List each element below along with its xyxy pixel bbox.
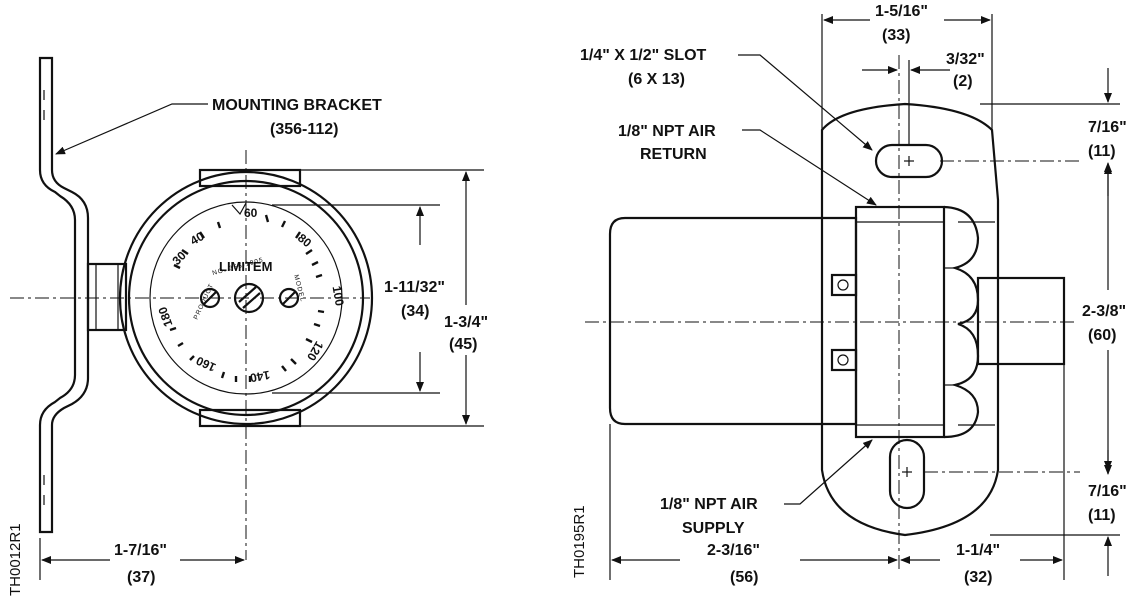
dim-right-mid-mm: (60) <box>1088 327 1116 344</box>
dial-brand: LIMITEM <box>219 259 272 274</box>
mounting-bracket <box>38 56 90 534</box>
dim-outer-mm: (45) <box>449 336 477 353</box>
dim-right-top-inches: 7/16" <box>1088 119 1127 136</box>
supply-label-1: 1/8" NPT AIR <box>660 496 758 513</box>
sensor-body <box>608 216 858 426</box>
dim-right-bot-inches: 7/16" <box>1088 483 1127 500</box>
dim-outer-inches: 1-3/4" <box>444 314 488 331</box>
bottom-slot <box>888 438 926 510</box>
supply-label-2: SUPPLY <box>682 520 745 537</box>
dim-bottom-inches: 1-7/16" <box>114 542 167 559</box>
fitting-top <box>830 273 858 297</box>
dial-model-text: MODEL <box>292 274 306 303</box>
bracket-part: (356-112) <box>270 121 339 138</box>
dial-number-100: 100 <box>330 285 347 307</box>
dim-bottom-right-inches: 1-1/4" <box>956 542 1000 559</box>
dial-number-120: 120 <box>304 339 326 364</box>
dim-right-mid-inches: 2-3/8" <box>1082 303 1126 320</box>
dial-number-30: 30 <box>170 248 190 268</box>
dial-number-60: 60 <box>244 206 258 220</box>
dial-number-160: 160 <box>194 353 218 374</box>
dim-right-bot-mm: (11) <box>1088 507 1116 524</box>
side-port <box>976 276 1066 366</box>
dim-bottom-left-inches: 2-3/16" <box>707 542 760 559</box>
dial-number-180: 180 <box>155 305 175 329</box>
slot-label: 1/4" X 1/2" SLOT <box>580 47 707 64</box>
return-label-2: RETURN <box>640 146 707 163</box>
fitting-bottom <box>830 348 858 372</box>
dial-number-140: 140 <box>249 368 271 385</box>
dial-number-40: 40 <box>188 229 207 248</box>
dim-top-inches: 1-5/16" <box>875 3 928 20</box>
bracket-boss <box>86 262 128 332</box>
left-view: 60 40 30 80 100 120 140 160 180 NO. 356-… <box>7 56 488 596</box>
dim-right-top-mm: (11) <box>1088 143 1116 160</box>
dim-inner-mm: (34) <box>401 303 429 320</box>
dim-bottom-left-mm: (56) <box>730 569 758 586</box>
dim-small-mm: (2) <box>953 73 973 90</box>
dim-bottom-right-mm: (32) <box>964 569 992 586</box>
back-plate <box>820 102 1000 537</box>
bracket-label: MOUNTING BRACKET <box>212 97 382 114</box>
right-view: 1-5/16" (33) 3/32" (2) 7/16" (11) 2-3/8"… <box>571 3 1127 586</box>
dim-inner-inches: 1-11/32" <box>384 279 445 296</box>
dim-bottom-mm: (37) <box>127 569 155 586</box>
dim-small-inches: 3/32" <box>946 51 985 68</box>
dim-top-mm: (33) <box>882 27 910 44</box>
left-drawing-number: TH0012R1 <box>7 523 24 596</box>
slot-mm: (6 X 13) <box>628 71 685 88</box>
return-label-1: 1/8" NPT AIR <box>618 123 716 140</box>
right-drawing-number: TH0195R1 <box>571 505 588 578</box>
